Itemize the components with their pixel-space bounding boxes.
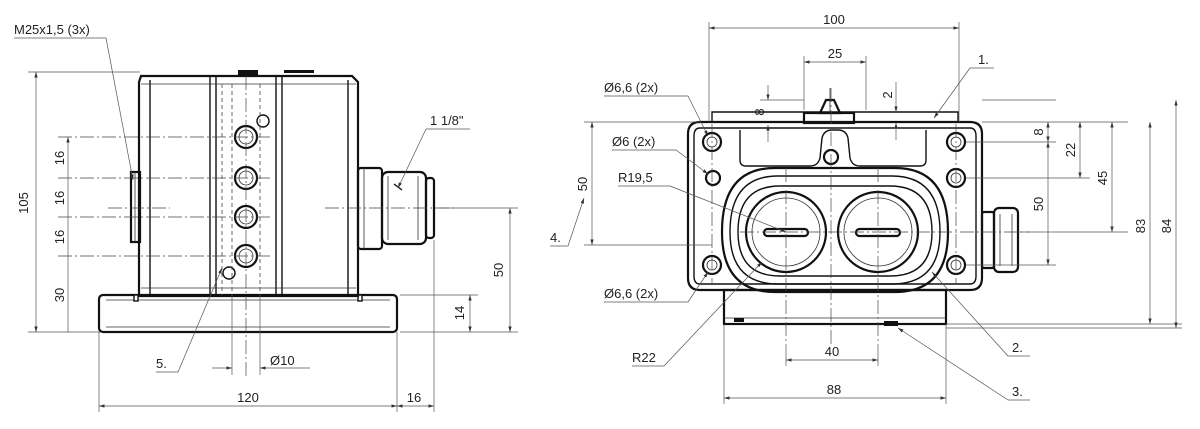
lower-base (722, 288, 948, 326)
dim-pitch-c: 16 (52, 230, 67, 244)
dim-width-top: 100 (823, 12, 845, 27)
dim-8-right: 8 (1031, 128, 1046, 135)
callout-4: 4. (550, 230, 561, 245)
pin-hole-left (704, 169, 722, 187)
dim-base-height: 14 (452, 306, 467, 320)
fitting-label: 1 1/8" (430, 113, 464, 128)
callout-5: 5. (156, 356, 167, 371)
mount-hole-b-label: Ø6,6 (2x) (604, 286, 658, 301)
dim-pitch-a: 16 (52, 151, 67, 165)
right-front-view: 100 25 8 2 8 22 45 50 83 (550, 12, 1182, 404)
dim-40: 40 (825, 344, 839, 359)
dim-pitch-b: 16 (52, 191, 67, 205)
chamber-outer (720, 166, 950, 294)
callout-3: 3. (1012, 384, 1023, 399)
dim-2: 2 (880, 91, 895, 98)
dim-8-small: 8 (752, 108, 767, 115)
radius-inner-label: R19,5 (618, 170, 653, 185)
side-fitting (980, 210, 996, 270)
radius-outer-label: R22 (632, 350, 656, 365)
thread-label: M25x1,5 (3x) (14, 22, 90, 37)
pin-hole-label: Ø6 (2x) (612, 134, 655, 149)
left-side-view: 105 16 16 16 30 M25x1,5 (3x) 1 1/8" 50 1… (14, 22, 518, 412)
dim-slot-width: 25 (828, 46, 842, 61)
dim-88: 88 (827, 382, 841, 397)
dim-lower-offset: 30 (52, 288, 67, 302)
dim-width-base: 120 (237, 390, 259, 405)
housing-body (137, 74, 360, 298)
callout-2: 2. (1012, 340, 1023, 355)
dim-50-right: 50 (1031, 197, 1046, 211)
base-plate (97, 293, 399, 334)
top-knob (818, 98, 842, 115)
dim-port-height: 50 (491, 263, 506, 277)
dim-50-left: 50 (575, 177, 590, 191)
dim-84: 84 (1159, 219, 1174, 233)
dim-height-overall: 105 (16, 192, 31, 214)
dim-fitting-length: 16 (407, 390, 421, 405)
callout-1: 1. (978, 52, 989, 67)
right-fitting (356, 166, 436, 251)
mount-hole-a-label: Ø6,6 (2x) (604, 80, 658, 95)
dim-45: 45 (1095, 171, 1110, 185)
dim-83: 83 (1133, 219, 1148, 233)
dim-hole-diameter: Ø10 (270, 353, 295, 368)
dim-22: 22 (1063, 143, 1078, 157)
left-gland (129, 170, 142, 244)
housing-flange (686, 120, 984, 292)
